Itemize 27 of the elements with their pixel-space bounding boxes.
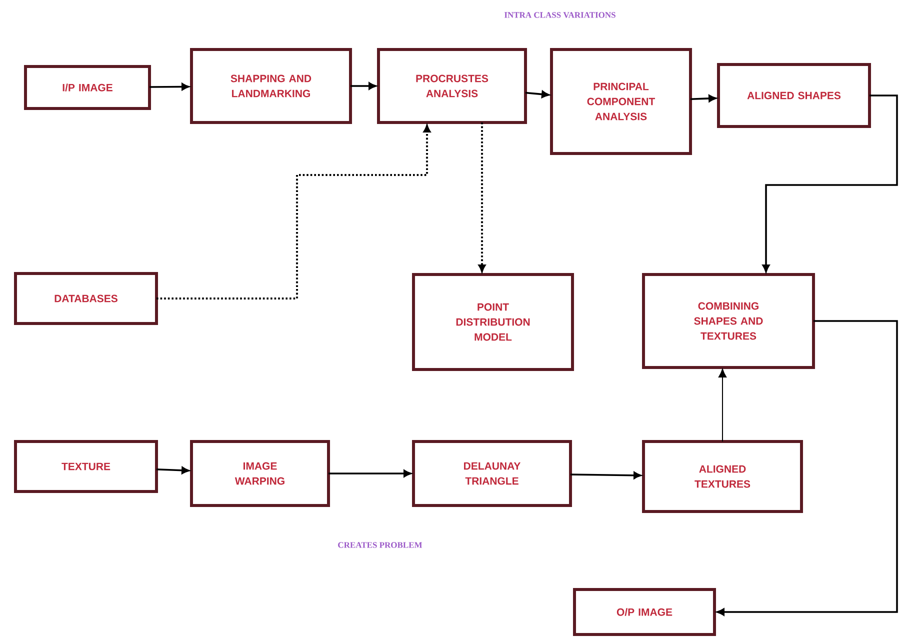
process-box: O/P IMAGE: [573, 588, 716, 636]
arrow: [570, 472, 642, 480]
process-box: IMAGE WARPING: [190, 440, 330, 507]
arrow: [478, 122, 486, 272]
process-box: ALIGNED TEXTURES: [642, 440, 803, 513]
process-box: DELAUNAY TRIANGLE: [412, 440, 572, 507]
process-box: ALIGNED SHAPES: [717, 63, 871, 128]
process-box: SHAPPING AND LANDMARKING: [190, 48, 352, 124]
process-box: PROCRUSTES ANALYSIS: [377, 48, 527, 124]
process-box: POINT DISTRIBUTION MODEL: [412, 273, 574, 371]
arrow: [328, 470, 412, 478]
arrow: [718, 368, 727, 442]
arrow: [156, 466, 190, 474]
process-box: COMBINING SHAPES AND TEXTURES: [642, 273, 815, 369]
arrow: [150, 83, 190, 90]
section-label: INTRA CLASS VARIATIONS: [504, 12, 616, 18]
process-box: TEXTURE: [14, 440, 158, 493]
process-box: I/P IMAGE: [24, 65, 151, 110]
process-box: PRINCIPAL COMPONENT ANALYSIS: [550, 48, 692, 155]
process-box: DATABASES: [14, 272, 158, 325]
arrow: [525, 90, 550, 98]
arrow: [350, 82, 376, 90]
arrow: [156, 124, 431, 300]
section-label: CREATES PROBLEM: [338, 542, 422, 548]
arrow: [716, 320, 898, 616]
arrow: [690, 94, 716, 102]
arrow: [762, 94, 898, 272]
